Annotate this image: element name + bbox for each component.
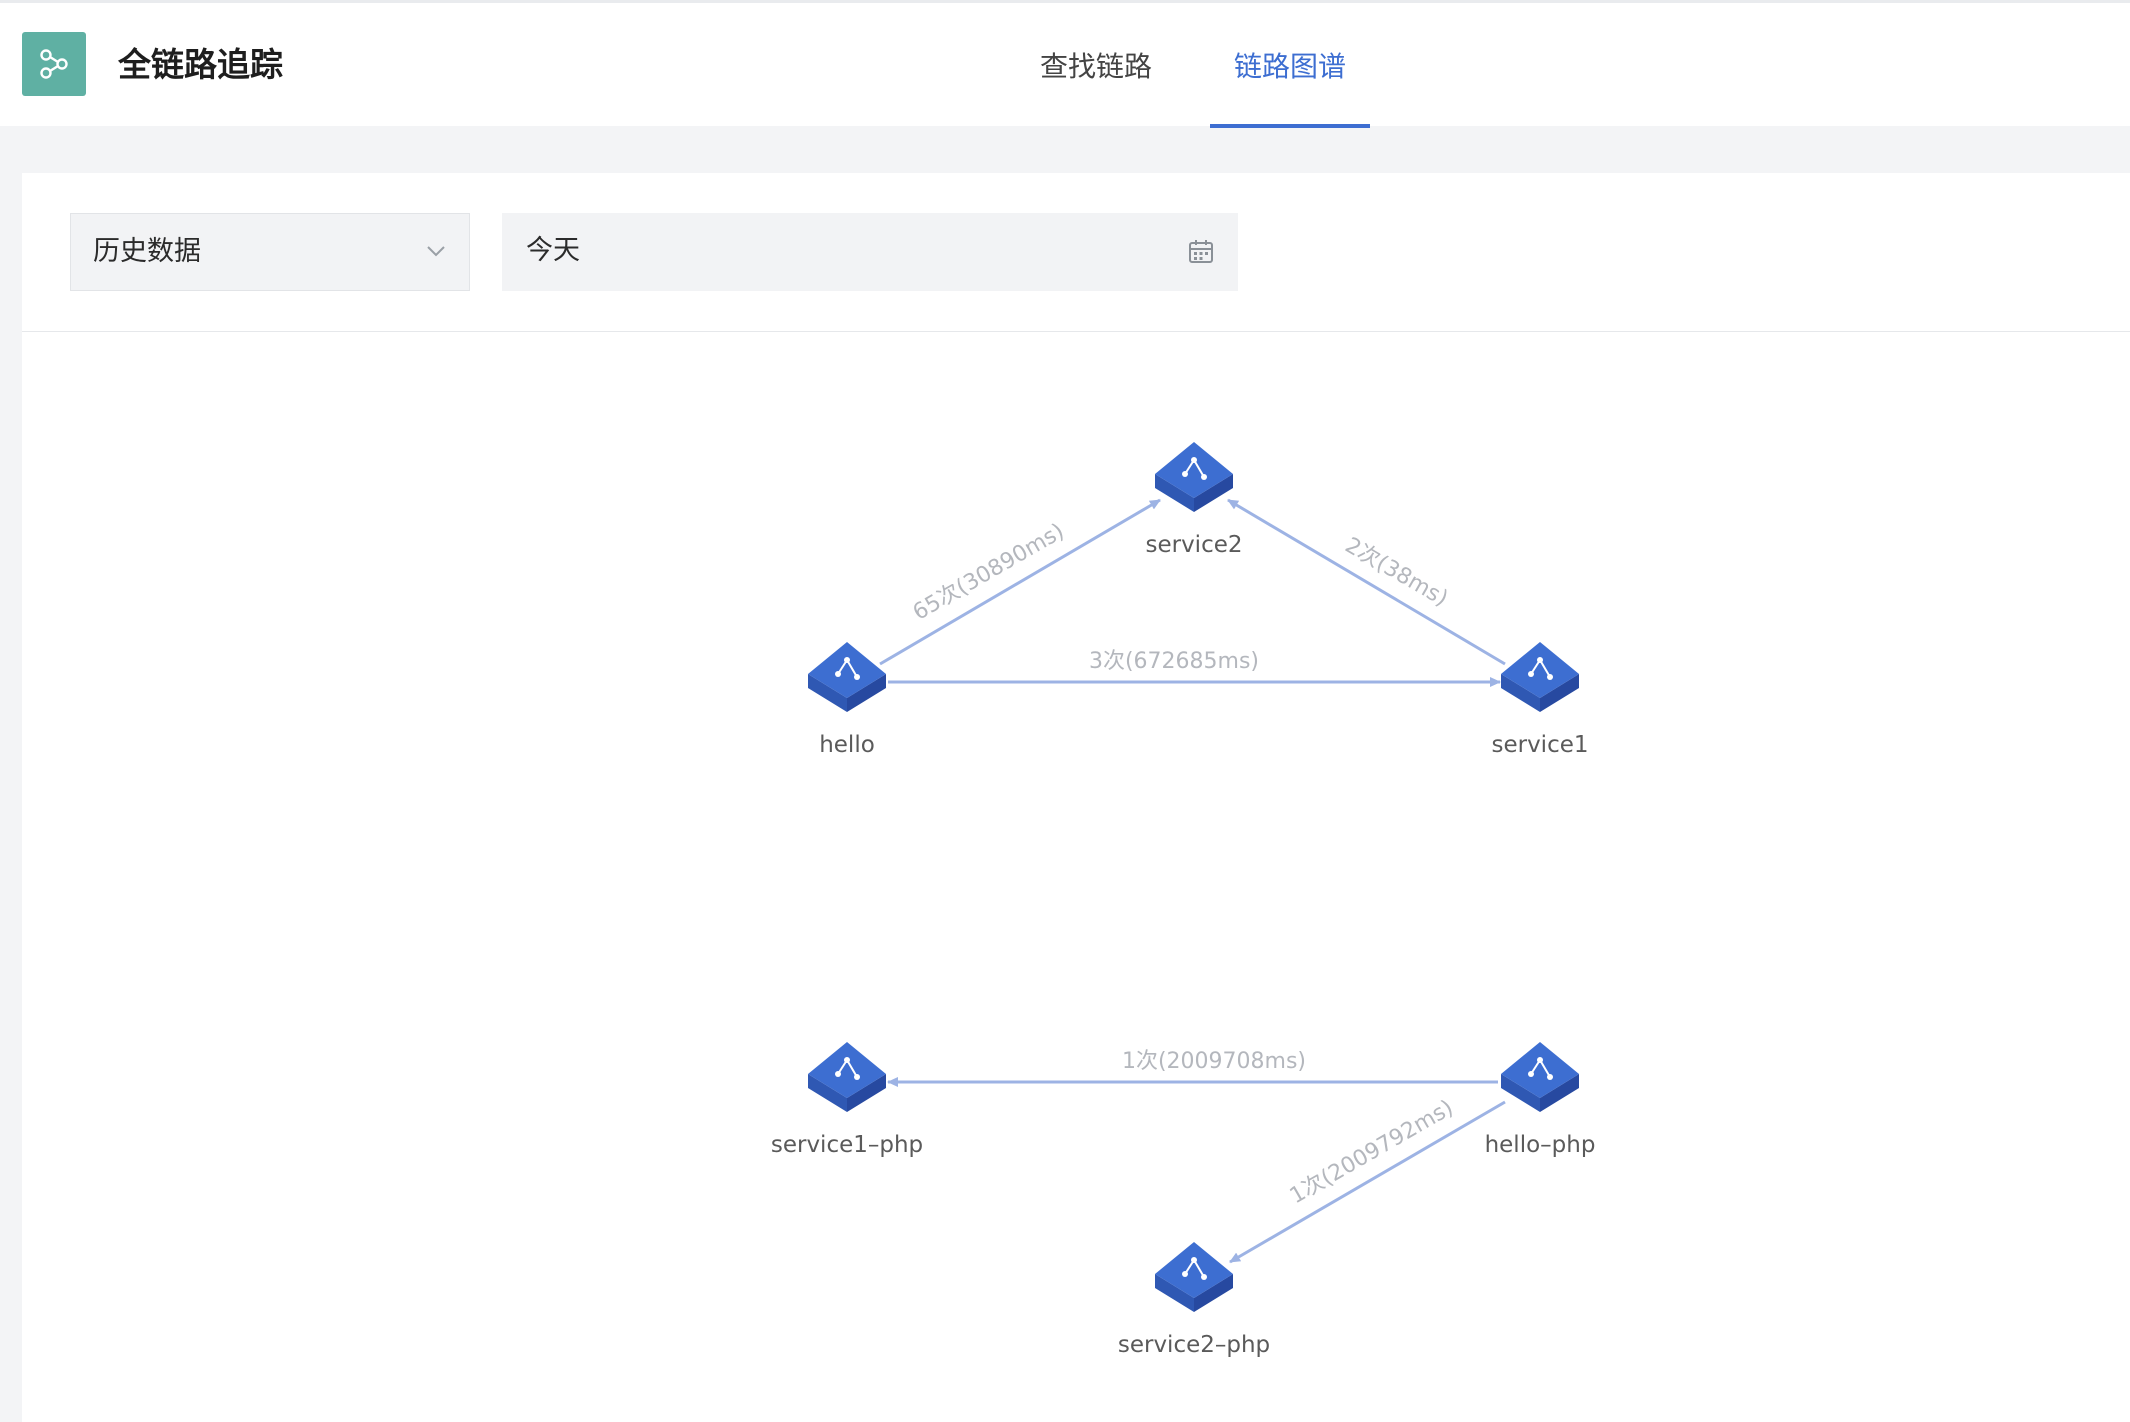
app-title: 全链路追踪 (118, 45, 283, 84)
chevron-down-icon (427, 246, 445, 257)
data-source-select[interactable]: 历史数据 (70, 213, 470, 291)
node-label: service1–php (771, 1132, 923, 1158)
share-nodes-icon (40, 49, 68, 79)
edge-service1-service2[interactable]: 2次(38ms) (1227, 498, 1506, 666)
edge-hellophp-service2php[interactable]: 1次(2009792ms) (1229, 1096, 1506, 1264)
node-label: service2 (1145, 532, 1242, 558)
edge-label: 3次(672685ms) (1089, 649, 1259, 674)
edge-hellophp-service1php[interactable]: 1次(2009708ms) (887, 1049, 1498, 1087)
node-hello-php[interactable]: hello–php (1485, 1041, 1596, 1158)
node-service1-php[interactable]: service1–php (771, 1041, 923, 1158)
date-range-value: 今天 (526, 235, 580, 266)
tab-trace-graph[interactable]: 链路图谱 (1234, 50, 1347, 83)
active-tab-indicator (1210, 124, 1370, 128)
edge-label: 1次(2009792ms) (1286, 1096, 1458, 1210)
node-label: hello (819, 732, 875, 758)
node-service1[interactable]: service1 (1491, 641, 1589, 758)
filter-bar: 历史数据 今天 (22, 173, 2130, 332)
top-header: 全链路追踪 查找链路 链路图谱 (0, 0, 2130, 128)
edge-hello-service1[interactable]: 3次(672685ms) (888, 649, 1501, 687)
graph-edges: 65次(30890ms) 2次(38ms) 3次(672685ms) 1次(20… (879, 498, 1506, 1264)
app-logo[interactable] (22, 32, 86, 96)
node-label: service1 (1491, 732, 1588, 758)
node-label: hello–php (1485, 1132, 1596, 1158)
calendar-icon[interactable] (1188, 239, 1214, 265)
edge-label: 1次(2009708ms) (1122, 1049, 1306, 1074)
edge-label: 65次(30890ms) (909, 519, 1069, 626)
edge-hello-service2[interactable]: 65次(30890ms) (879, 498, 1161, 666)
node-label: service2–php (1118, 1332, 1270, 1358)
graph-nodes: service2 hello service1 service1–php hel… (771, 441, 1596, 1358)
node-service2-php[interactable]: service2–php (1118, 1241, 1270, 1358)
date-range-input[interactable]: 今天 (502, 213, 1238, 291)
tab-find-trace[interactable]: 查找链路 (1040, 50, 1153, 83)
node-hello[interactable]: hello (807, 641, 887, 758)
data-source-value: 历史数据 (93, 236, 201, 267)
content-card: 历史数据 今天 (22, 173, 2130, 1422)
node-service2[interactable]: service2 (1145, 441, 1243, 558)
